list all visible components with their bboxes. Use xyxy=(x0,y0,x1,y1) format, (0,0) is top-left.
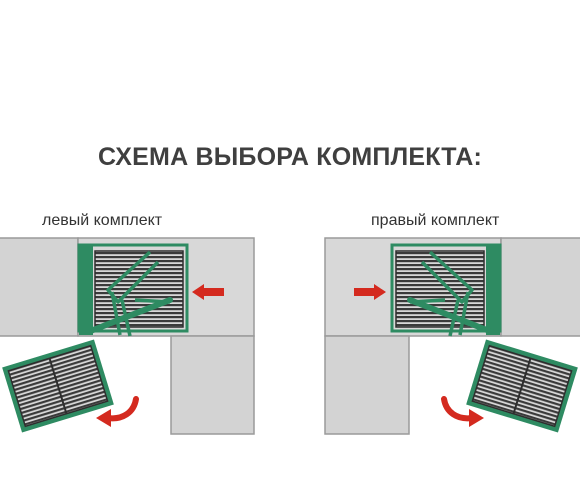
left-cabinet-side xyxy=(0,237,79,337)
right-green-post xyxy=(486,245,500,335)
left-swing-arm xyxy=(85,297,173,335)
right-kit-scheme xyxy=(324,237,580,435)
left-kit-label: левый комплект xyxy=(42,212,163,229)
left-hinge-mechanism xyxy=(106,250,171,337)
left-green-post xyxy=(79,245,93,335)
right-swing-basket xyxy=(466,339,578,433)
right-rotate-arrow-icon xyxy=(441,396,475,422)
right-kit-label: правый комплект xyxy=(371,212,500,229)
left-rotate-arrow-icon xyxy=(105,396,139,422)
left-arrow-in-icon xyxy=(192,284,224,300)
right-arrow-in-icon xyxy=(354,284,386,300)
left-swing-basket xyxy=(2,339,114,433)
right-rotate-arrowhead-icon xyxy=(469,409,484,427)
left-cabinet-lower xyxy=(170,335,255,435)
right-cabinet-side xyxy=(500,237,580,337)
right-swing-arm xyxy=(407,297,495,335)
right-cabinet-lower xyxy=(324,335,410,435)
left-kit-scheme xyxy=(0,237,255,435)
diagram-title: СХЕМА ВЫБОРА КОМПЛЕКТА: xyxy=(98,143,482,171)
right-hinge-mechanism xyxy=(409,250,474,337)
left-rotate-arrowhead-icon xyxy=(96,409,111,427)
